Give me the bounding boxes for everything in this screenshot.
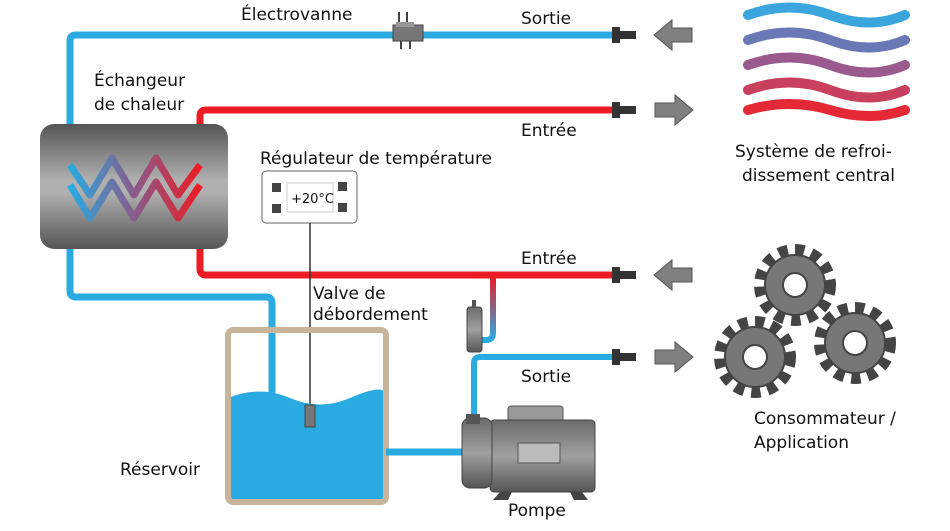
label-heat-exchanger-2: de chaleur: [94, 95, 184, 115]
label-overflow-valve-1: Valve de: [313, 284, 386, 304]
label-inlet-top: Entrée: [521, 121, 577, 141]
heat-exchanger: [40, 124, 228, 249]
reservoir-tank: [225, 327, 389, 505]
pipe-connectors: [612, 27, 636, 365]
label-pump: Pompe: [508, 501, 566, 521]
label-cooling-system-1: Système de refroi-: [735, 142, 892, 162]
arrow-left-icon: [653, 18, 693, 52]
gears-icon: [714, 244, 896, 398]
label-outlet-bottom: Sortie: [521, 367, 571, 387]
arrow-right-icon: [654, 340, 694, 374]
label-solenoid-valve: Électrovanne: [241, 3, 352, 25]
label-reservoir: Réservoir: [120, 460, 200, 480]
pump-icon: [461, 405, 596, 500]
label-inlet-bottom: Entrée: [521, 249, 577, 269]
temperature-regulator: [261, 170, 358, 405]
solenoid-valve-icon: [392, 12, 424, 49]
label-heat-exchanger-1: Échangeur: [94, 69, 185, 91]
label-consumer-2: Application: [754, 433, 849, 453]
label-overflow-valve-2: débordement: [313, 305, 428, 325]
label-outlet-top: Sortie: [521, 9, 571, 29]
label-consumer-1: Consommateur /: [754, 409, 896, 429]
overflow-valve-icon: [466, 300, 483, 353]
pump-outlet-pipe: [471, 354, 612, 420]
cooling-system-icon: [743, 2, 910, 121]
label-cooling-system-2: dissement central: [742, 166, 895, 186]
temperature-display: +20°C: [291, 192, 334, 207]
arrow-left-icon: [653, 258, 693, 292]
label-temp-regulator: Régulateur de température: [260, 149, 492, 169]
cold-return-pipe: [66, 31, 612, 400]
arrow-right-icon: [654, 93, 694, 127]
